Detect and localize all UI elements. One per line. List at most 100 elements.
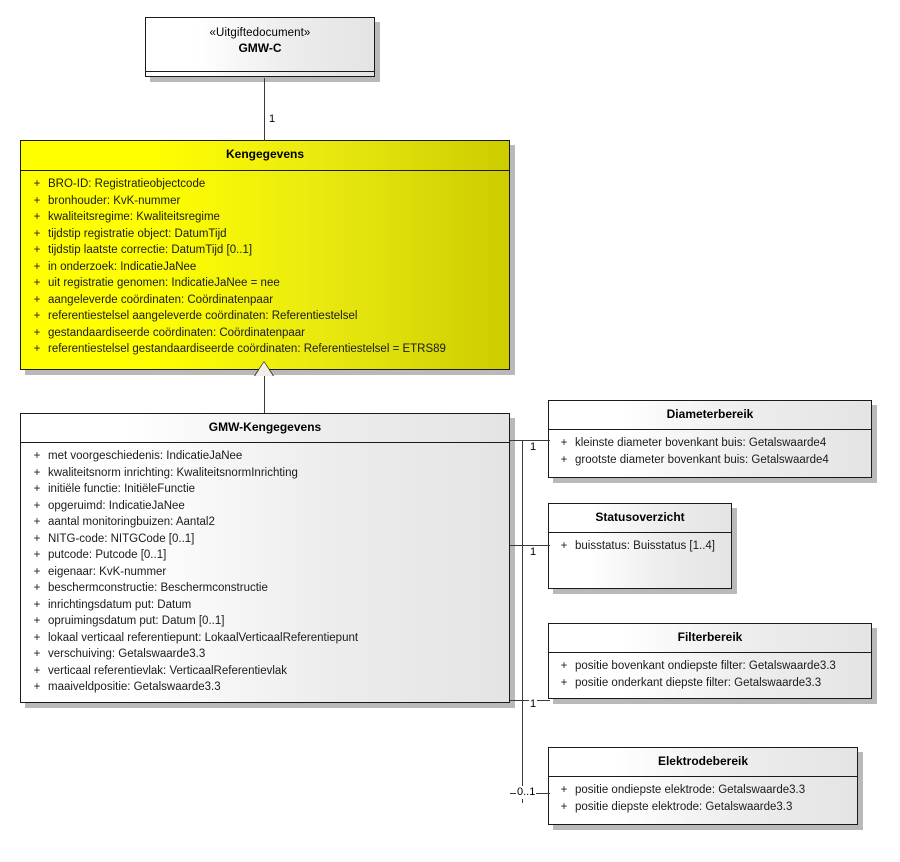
class-gmw-kengegevens[interactable]: GMW-Kengegevens +met voorgeschiedenis: I… (20, 413, 513, 706)
attribute-row: +opruimingsdatum put: Datum [0..1] (26, 613, 505, 630)
attribute-text: kwaliteitsnorm inrichting: Kwaliteitsnor… (48, 466, 298, 479)
attribute-row: + putcode: Putcode [0..1] (26, 547, 505, 564)
class-gmw-kengegevens-attributes: + met voorgeschiedenis: IndicatieJaNee + kw… (21, 443, 509, 701)
attribute-text: positie ondiepste elektrode: Getalswaard… (575, 784, 806, 796)
attribute-text: positie diepste elektrode: Getalswaarde3… (575, 800, 793, 813)
attribute-row: +in onderzoek: IndicatieJaNee (26, 259, 505, 276)
attribute-text: grootste diameter bovenkant buis: Getals… (575, 453, 829, 466)
connector-gmwc-kengegevens (264, 78, 265, 141)
attribute-row: +aangeleverde coördinaten: Coördinatenpa… (26, 292, 505, 309)
attribute-row: +maaiveldpositie: Getalswaarde3.3 (26, 679, 505, 696)
attribute-visibility: + (560, 800, 568, 813)
attribute-text: putcode: Putcode [0..1] (48, 549, 167, 561)
attribute-row: + bronhouder: KvK-nummer (26, 193, 505, 210)
attribute-visibility: + (33, 244, 41, 256)
attribute-text: aantal monitoringbuizen: Aantal2 (48, 516, 215, 528)
attribute-text: kwaliteitsregime: Kwaliteitsregime (48, 211, 220, 223)
generalization-arrow-icon (255, 362, 273, 376)
attribute-row: +tijdstip registratie object: DatumTijd (26, 226, 505, 243)
class-gmw-c-stereotype: «Uitgiftedocument» (209, 27, 311, 39)
attribute-visibility: + (33, 631, 41, 644)
attribute-visibility: + (33, 466, 41, 479)
class-elektrodebereik-attributes: + positie ondiepste elektrode: Getalswaar… (549, 777, 857, 820)
attribute-row: + kwaliteitsregime: Kwaliteitsregime (26, 209, 505, 226)
attribute-text: gestandaardiseerde coördinaten: Coördina… (48, 326, 306, 339)
attribute-text: inrichtingsdatum put: Datum (48, 598, 192, 611)
attribute-visibility: + (33, 516, 41, 528)
class-kengegevens-attributes: + BRO-ID: Registratieobjectcode + bronhoude… (21, 171, 509, 363)
attribute-row: + positie diepste elektrode: Getalswaarde… (553, 799, 853, 816)
connector-to-diameterbereik (510, 440, 550, 441)
class-kengegevens-name: Kengegevens (225, 147, 305, 161)
attribute-visibility: + (33, 260, 41, 273)
multiplicity-statusoverzicht: 1 (529, 546, 538, 559)
attribute-row: +positie bovenkant ondiepste filter: Get… (553, 658, 867, 675)
attribute-text: uit registratie genomen: IndicatieJaNee … (48, 277, 280, 289)
class-diameterbereik-header: Diameterbereik (549, 401, 871, 430)
class-diameterbereik-attributes: +kleinste diameter bovenkant buis: Getal… (549, 430, 871, 473)
attribute-visibility: + (33, 549, 41, 561)
class-gmw-c-header: «Uitgiftedocument» GMW-C (146, 18, 374, 76)
attribute-row: +positie ondiepste elektrode: Getalswaar… (553, 782, 853, 799)
attribute-visibility: + (560, 676, 568, 689)
attribute-text: initiële functie: InitiëleFunctie (48, 483, 196, 495)
class-statusoverzicht[interactable]: Statusoverzicht + buisstatus: Buisstatus … (548, 503, 735, 592)
attribute-visibility: + (33, 211, 41, 223)
multiplicity-elektrodebereik: 0..1 (516, 786, 537, 799)
class-diameterbereik-name: Diameterbereik (666, 407, 754, 421)
attribute-row: + buisstatus: Buisstatus [1..4] (553, 538, 727, 555)
class-statusoverzicht-attributes: + buisstatus: Buisstatus [1..4] (549, 533, 731, 560)
attribute-text: eigenaar: KvK-nummer (48, 565, 167, 578)
attribute-visibility: + (33, 648, 41, 660)
attribute-visibility: + (33, 310, 41, 322)
attribute-row: +referentiestelsel gestandaardiseerde co… (26, 341, 505, 358)
attribute-row: +NITG-code: NITGCode [0..1] (26, 531, 505, 548)
class-diameterbereik[interactable]: Diameterbereik +kleinste diameter bovenk… (548, 400, 875, 481)
attribute-text: aangeleverde coördinaten: Coördinatenpaa… (48, 293, 274, 306)
attribute-row: + met voorgeschiedenis: IndicatieJaNee (26, 448, 505, 465)
attribute-row: + kwaliteitsnorm inrichting: Kwaliteitsno… (26, 465, 505, 482)
attribute-text: referentiestelsel aangeleverde coördinat… (48, 310, 358, 322)
attribute-text: bronhouder: KvK-nummer (48, 194, 181, 207)
attribute-visibility: + (33, 565, 41, 578)
attribute-text: met voorgeschiedenis: IndicatieJaNee (48, 450, 243, 462)
multiplicity-diameterbereik: 1 (529, 441, 538, 454)
attribute-visibility: + (33, 582, 41, 594)
connector-generalization-line (264, 375, 265, 413)
connector-right-trunk (522, 440, 523, 803)
attribute-text: buisstatus: Buisstatus [1..4] (575, 540, 715, 552)
attribute-visibility: + (33, 598, 41, 611)
attribute-visibility: + (33, 277, 41, 289)
attribute-row: +positie onderkant diepste filter: Getal… (553, 675, 867, 692)
class-statusoverzicht-name: Statusoverzicht (595, 510, 685, 524)
attribute-row: + aantal monitoringbuizen: Aantal2 (26, 514, 505, 531)
attribute-row: +grootste diameter bovenkant buis: Getal… (553, 452, 867, 469)
attribute-row: + BRO-ID: Registratieobjectcode (26, 176, 505, 193)
multiplicity-gmwc-kengegevens: 1 (268, 113, 277, 126)
class-filterbereik[interactable]: Filterbereik +positie bovenkant ondiepst… (548, 623, 875, 702)
class-kengegevens[interactable]: Kengegevens + BRO-ID: Registratieobjectco… (20, 140, 513, 373)
attribute-row: +lokaal verticaal referentiepunt: Lokaal… (26, 630, 505, 647)
attribute-visibility: + (33, 450, 41, 462)
attribute-text: referentiestelsel gestandaardiseerde coö… (48, 343, 446, 355)
attribute-text: BRO-ID: Registratieobjectcode (48, 178, 206, 190)
attribute-visibility: + (33, 194, 41, 207)
attribute-visibility: + (33, 227, 41, 240)
attribute-visibility: + (33, 681, 41, 693)
class-kengegevens-header: Kengegevens (21, 141, 509, 171)
attribute-visibility: + (33, 326, 41, 339)
attribute-row: +beschermconstructie: Beschermconstructi… (26, 580, 505, 597)
class-filterbereik-header: Filterbereik (549, 624, 871, 653)
attribute-row: + eigenaar: KvK-nummer (26, 564, 505, 581)
class-gmw-c[interactable]: «Uitgiftedocument» GMW-C (145, 17, 378, 80)
attribute-visibility: + (33, 178, 41, 190)
attribute-visibility: + (560, 540, 568, 552)
attribute-visibility: + (33, 483, 41, 495)
attribute-row: +verschuiving: Getalswaarde3.3 (26, 646, 505, 663)
class-elektrodebereik-header: Elektrodebereik (549, 748, 857, 777)
attribute-row: + gestandaardiseerde coördinaten: Coördin… (26, 325, 505, 342)
attribute-text: NITG-code: NITGCode [0..1] (48, 532, 195, 545)
attribute-text: tijdstip laatste correctie: DatumTijd [0… (48, 244, 253, 256)
class-elektrodebereik[interactable]: Elektrodebereik + positie ondiepste elekt… (548, 747, 861, 828)
